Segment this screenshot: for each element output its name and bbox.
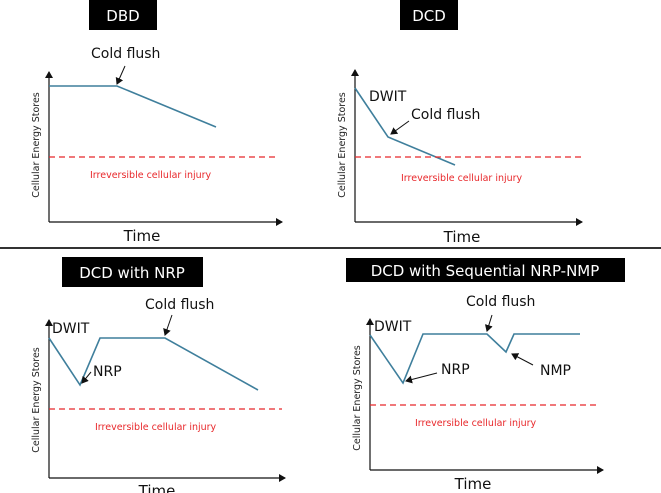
- cold-flush-arrow: [115, 65, 126, 85]
- cold-flush-label: Cold flush: [145, 297, 214, 313]
- y-axis-label: Cellular Energy Stores: [352, 345, 363, 451]
- dwit-label: DWIT: [369, 89, 407, 105]
- panel-title-box: [346, 258, 625, 282]
- nmp-label: NMP: [540, 363, 571, 379]
- panel-title: DCD with NRP: [79, 264, 185, 282]
- panel-title-box: [89, 0, 157, 30]
- x-axis-label: Time: [443, 228, 481, 246]
- panel-title: DBD: [106, 7, 139, 25]
- energy-curve: [49, 85, 217, 128]
- y-axis-label: Cellular Energy Stores: [31, 347, 42, 453]
- panel-title: DCD: [412, 7, 446, 25]
- cold-flush-arrow: [163, 314, 173, 336]
- nrp-arrow: [405, 372, 438, 384]
- threshold-label: Irreversible cellular injury: [95, 422, 217, 433]
- panel-dcd: DCD Cellular Energy Stores Time Irrevers…: [337, 0, 583, 246]
- threshold-label: Irreversible cellular injury: [90, 170, 212, 181]
- y-axis-label: Cellular Energy Stores: [337, 92, 348, 198]
- x-axis-label: Time: [454, 475, 492, 493]
- panel-title: DCD with Sequential NRP-NMP: [371, 262, 600, 280]
- nrp-label: NRP: [441, 362, 470, 378]
- y-axis-label: Cellular Energy Stores: [31, 92, 42, 198]
- panel-dcd-nrp: DCD with NRP Cellular Energy Stores Time…: [31, 257, 286, 493]
- cold-flush-arrow: [484, 314, 493, 332]
- panel-title-box: [62, 257, 203, 287]
- nrp-label: NRP: [93, 364, 122, 380]
- nmp-arrow: [511, 353, 534, 366]
- threshold-label: Irreversible cellular injury: [415, 418, 537, 429]
- nrp-arrow: [81, 371, 92, 384]
- panel-dcd-sequential: DCD with Sequential NRP-NMP Cellular Ene…: [346, 258, 625, 493]
- energy-curve: [369, 333, 580, 385]
- panel-title-box: [400, 0, 458, 30]
- x-axis-label: Time: [123, 227, 161, 245]
- cold-flush-label: Cold flush: [91, 46, 160, 62]
- threshold-label: Irreversible cellular injury: [401, 173, 523, 184]
- energy-curve: [354, 87, 456, 166]
- cold-flush-arrow: [390, 120, 410, 135]
- x-axis-label: Time: [138, 482, 176, 493]
- cold-flush-label: Cold flush: [411, 107, 480, 123]
- dwit-label: DWIT: [374, 319, 412, 335]
- dwit-label: DWIT: [52, 321, 90, 337]
- panel-dbd: DBD Cellular Energy Stores Time Irrevers…: [31, 0, 283, 245]
- cold-flush-label: Cold flush: [466, 294, 535, 310]
- energy-curve: [48, 337, 259, 391]
